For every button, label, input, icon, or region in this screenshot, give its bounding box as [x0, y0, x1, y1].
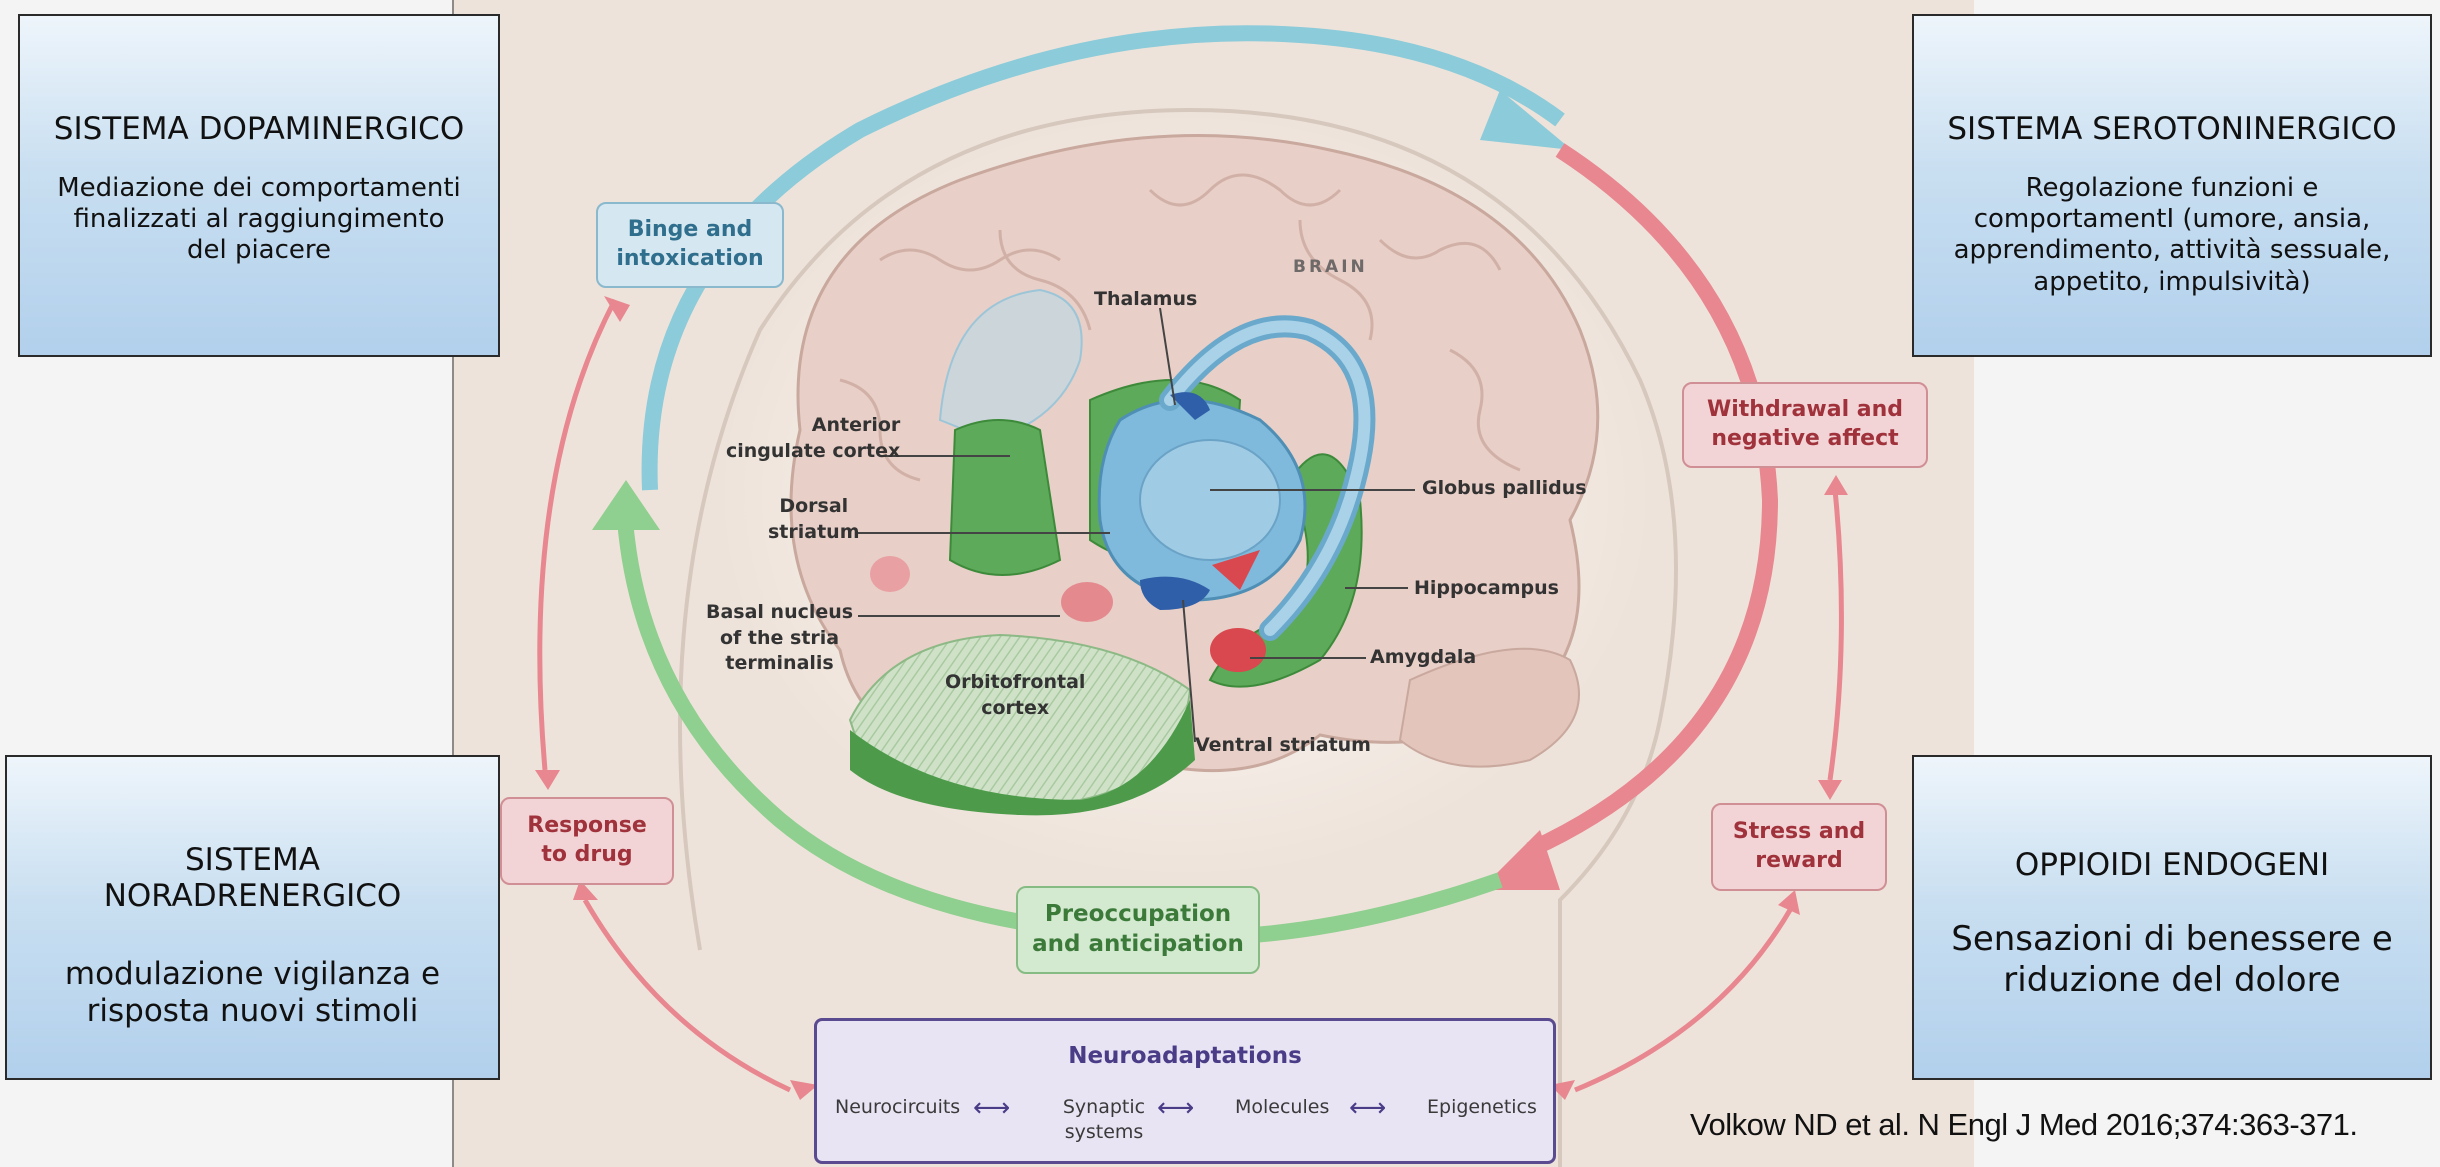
- anterior-cingulate-label: Anterior cingulate cortex: [726, 414, 901, 462]
- orbitofrontal-label: Orbitofrontal cortex: [945, 671, 1086, 719]
- cycle-arrow-blue: [641, 25, 1565, 491]
- dorsal-striatum-label: Dorsal striatum: [768, 495, 860, 543]
- brain-gyri: [839, 173, 1521, 482]
- noradrenergic-title: SISTEMA NORADRENERGICO: [103, 842, 402, 914]
- opioids-description: Sensazioni di benessere e riduzione del …: [1951, 919, 2393, 1000]
- cerebellum-shape: [1398, 647, 1580, 768]
- stage-preoccupation-anticipation: Preoccupation and anticipation: [1016, 886, 1260, 974]
- cycle-arrow-red-head: [1480, 830, 1560, 890]
- stage-binge-intoxication: Binge and intoxication: [596, 202, 784, 288]
- pink-arrowheads: [535, 296, 1848, 1100]
- red-small-shape: [870, 556, 910, 592]
- double-arrow-icon: ⟷: [1157, 1093, 1195, 1123]
- pink-double-arrows: [537, 298, 1844, 1093]
- ventral-striatum-shape: [1140, 576, 1210, 610]
- hippocampus-label: Hippocampus: [1414, 577, 1559, 599]
- neuro-item-epigenetics: Epigenetics: [1427, 1096, 1537, 1118]
- dopaminergic-system-box: SISTEMA DOPAMINERGICO Mediazione dei com…: [18, 14, 500, 357]
- noradrenergic-system-box: SISTEMA NORADRENERGICO modulazione vigil…: [5, 755, 500, 1080]
- region-leader-lines: [856, 307, 1415, 743]
- globus-pallidus-label: Globus pallidus: [1422, 477, 1587, 499]
- basal-nucleus-label: Basal nucleus of the stria terminalis: [706, 601, 854, 675]
- opioids-title: OPPIOIDI ENDOGENI: [2014, 847, 2330, 883]
- neuro-item-synaptic-systems: Synaptic systems: [1062, 1096, 1146, 1143]
- stage-stress-and-reward: Stress and reward: [1711, 803, 1887, 891]
- neuro-item-neurocircuits: Neurocircuits: [835, 1096, 961, 1118]
- thalamus-blue-shape: [1170, 392, 1210, 420]
- thalamus-label: Thalamus: [1094, 288, 1198, 310]
- stage-response-to-drug: Response to drug: [500, 797, 674, 885]
- serotonergic-description: Regolazione funzioni e comportamentI (um…: [1953, 173, 2391, 297]
- cycle-arrow-green-head: [592, 480, 660, 530]
- serotonergic-system-box: SISTEMA SEROTONINERGICO Regolazione funz…: [1912, 14, 2432, 357]
- anterior-cingulate-shape: [938, 288, 1083, 442]
- head-outline: [678, 107, 1678, 1167]
- cycle-arrow-green: [617, 519, 1503, 946]
- endogenous-opioids-box: OPPIOIDI ENDOGENI Sensazioni di benesser…: [1912, 755, 2432, 1080]
- cycle-arrow-blue-head: [1480, 90, 1572, 150]
- acc-green-shape: [948, 419, 1062, 576]
- neuroadaptations-title: Neuroadaptations: [1068, 1043, 1302, 1069]
- citation-text: Volkow ND et al. N Engl J Med 2016;374:3…: [1690, 1107, 2358, 1142]
- brain-label: BRAIN: [1293, 257, 1368, 277]
- noradrenergic-description: modulazione vigilanza e risposta nuovi s…: [64, 956, 441, 1030]
- cycle-arrow-red: [1526, 143, 1779, 858]
- basal-nucleus-shape: [1061, 582, 1113, 622]
- neuro-item-molecules: Molecules: [1235, 1096, 1330, 1118]
- double-arrow-icon: ⟷: [1349, 1093, 1387, 1123]
- red-wedge-shape: [1212, 550, 1260, 590]
- ventral-striatum-label: Ventral striatum: [1195, 734, 1371, 756]
- serotonergic-title: SISTEMA SEROTONINERGICO: [1947, 111, 2397, 147]
- dopaminergic-description: Mediazione dei comportamenti finalizzati…: [57, 173, 461, 266]
- dopaminergic-title: SISTEMA DOPAMINERGICO: [53, 111, 465, 147]
- amygdala-label: Amygdala: [1370, 646, 1477, 668]
- amygdala-shape: [1210, 628, 1266, 672]
- orbitofrontal-green-base: [850, 700, 1195, 816]
- double-arrow-icon: ⟷: [973, 1093, 1011, 1123]
- thalamus-arc-inner: [1164, 320, 1371, 636]
- neuroadaptations-box: Neuroadaptations Neurocircuits ⟷ Synapti…: [814, 1018, 1556, 1164]
- stage-withdrawal-negative-affect: Withdrawal and negative affect: [1682, 382, 1928, 468]
- globus-inner-shape: [1139, 439, 1281, 561]
